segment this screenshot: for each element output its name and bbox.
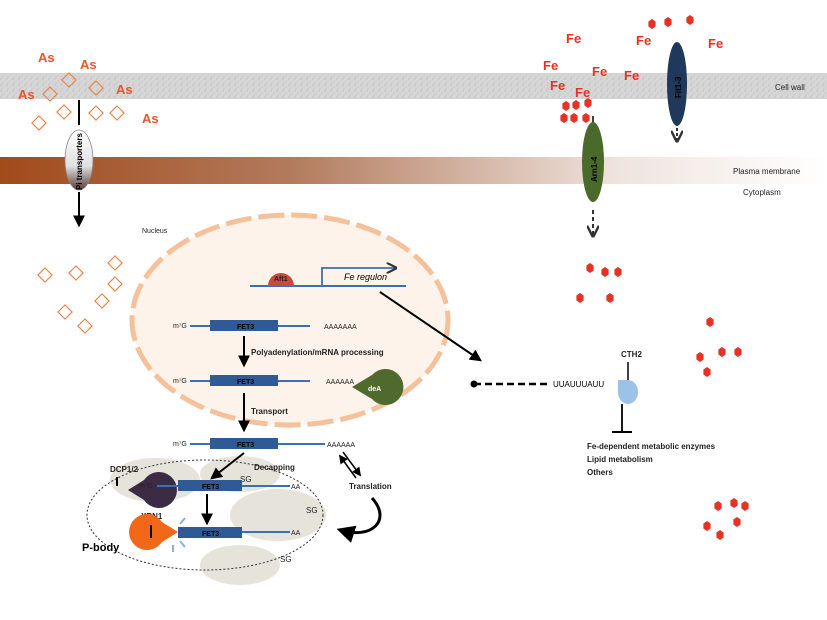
fet3-label: FET3 [237,379,254,386]
are-label: UUAUUUAUU [553,380,604,389]
fe-label: Fe [575,85,590,100]
as-label: As [116,82,133,97]
iron-particle [582,113,590,123]
iron-particle [572,100,580,110]
iron-labels: Fe Fe Fe Fe Fe Fe Fe Fe [543,31,723,100]
fet3-mrna-3: m⁷G FET3 AAAAAA [173,438,355,449]
iron-particle [570,113,578,123]
iron-particle [606,293,614,303]
iron-particle [686,15,694,25]
pi-transporters-label: Pi transporters [75,133,84,190]
decapping-label: Decapping [254,463,295,472]
target-label: Others [587,468,613,477]
poly-a-label: AAAAAA [327,442,355,449]
iron-particle [696,352,704,362]
cell-wall-label: Cell wall [775,83,805,92]
iron-particle [586,263,594,273]
cell-wall: Cell wall [0,73,827,99]
fe-regulon-gene: Aft1 Fe regulon [250,268,406,287]
plasma-membrane: Plasma membrane Cytoplasm [0,157,827,197]
iron-particle [716,530,724,540]
pi-transporters: Pi transporters [64,100,94,228]
iron-particle [718,347,726,357]
as-label: As [38,50,55,65]
as-label: As [142,111,159,126]
poly-a-label: AA [291,484,301,491]
fet3-mrna-5: FET3 AA [178,527,301,538]
dcp-enzyme: DCP1/2 [110,465,177,508]
dcp-label: DCP1/2 [110,465,139,474]
iron-particle [714,501,722,511]
arn-transporter: Arn1-4 [582,116,604,235]
arn-label: Arn1-4 [590,156,599,182]
dea-label: deA [368,386,381,393]
nucleus-label: Nucleus [142,228,168,235]
fe-label: Fe [550,78,565,93]
deadenylase-shape [352,368,404,405]
sg-label: SG [280,555,292,564]
fit-label: Fit1-3 [674,76,683,98]
iron-particle [703,367,711,377]
plasma-membrane-label: Plasma membrane [733,167,801,176]
as-label: As [18,87,35,102]
iron-particle [584,98,592,108]
poly-a-label: AA [291,530,301,537]
p-body: P-body [82,459,324,571]
fet3-label: FET3 [237,442,254,449]
m7g-label: m⁷G [173,323,187,330]
poly-a-label: AAAAAAA [324,324,357,331]
fe-regulon-label: Fe regulon [344,272,387,282]
translation: Translation [336,451,392,543]
iron-particle [730,498,738,508]
iron-dots [560,15,749,540]
fit-protein: Fit1-3 [667,42,687,140]
fet3-mrna-4: m⁷G FET3 AA [139,480,301,491]
iron-particle [703,521,711,531]
iron-particle [648,19,656,29]
fe-label: Fe [624,68,639,83]
iron-particle [562,101,570,111]
arsenic-intracellular [37,255,123,334]
iron-particle [734,347,742,357]
m7g-label: m⁷G [173,441,187,448]
fet3-mrna-1: m⁷G FET3 AAAAAAA [173,320,357,331]
m7g-label: m⁷G [139,483,153,490]
cytoplasm-label: Cytoplasm [743,188,781,197]
p-body-label: P-body [82,542,120,554]
iron-particle [601,267,609,277]
fe-label: Fe [566,31,581,46]
as-label: As [80,57,97,72]
aft1-label: Aft1 [274,276,288,283]
iron-particle [741,501,749,511]
poly-a-label: AAAAAA [326,379,354,386]
m7g-label: m⁷G [173,378,187,385]
fe-label: Fe [708,36,723,51]
fet3-mrna-2: m⁷G FET3 AAAAAA deA [173,368,404,405]
polyadenylation-label: Polyadenylation/mRNA processing [251,348,384,357]
iron-particle [576,293,584,303]
sg-label: SG [240,475,252,484]
target-label: Fe-dependent metabolic enzymes [587,442,716,451]
arsenic-extracellular: As As As As As [18,50,159,131]
sg-label: SG [306,506,318,515]
cth2-binding: UUAUUUAUU CTH2 Fe-dependent metabolic en… [470,350,716,477]
iron-particle [733,517,741,527]
fet3-label: FET3 [237,324,254,331]
iron-particle [664,17,672,27]
iron-particle [560,113,568,123]
fe-label: Fe [636,33,651,48]
fe-label: Fe [543,58,558,73]
iron-particle [706,317,714,327]
transport-label: Transport [251,407,288,416]
fet3-label: FET3 [202,484,219,491]
target-label: Lipid metabolism [587,455,653,464]
aft1-shape [268,273,294,286]
iron-particle [614,267,622,277]
cth2-label: CTH2 [621,350,642,359]
translation-label: Translation [349,482,392,491]
fe-label: Fe [592,64,607,79]
fet3-label: FET3 [202,531,219,538]
